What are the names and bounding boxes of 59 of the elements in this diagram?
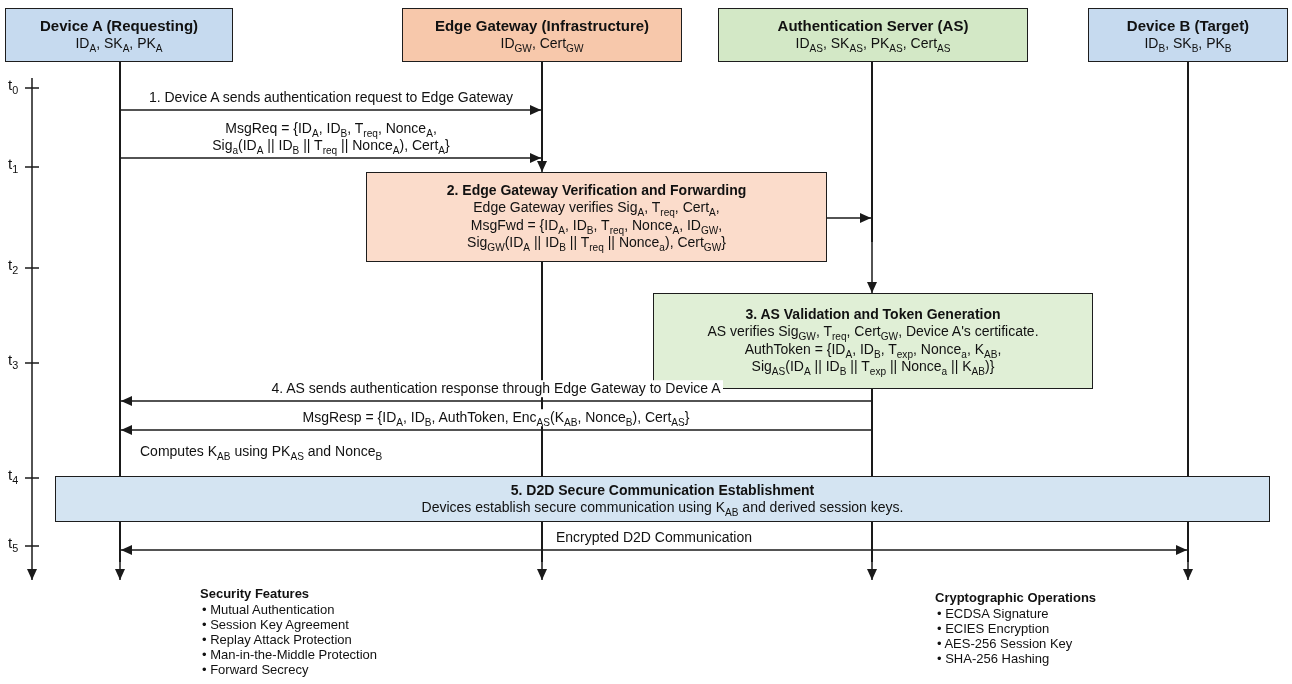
participant-header — [1088, 8, 1288, 62]
time-label: t$_{2}$ — [8, 256, 19, 274]
lifeline-arrow — [115, 561, 125, 581]
box-text: ID$_{AS}$, SK$_{AS}$, PK$_{AS}$, Cert$_{AS}$ — [795, 35, 951, 53]
box-text: ID$_{A}$, SK$_{A}$, PK$_{A}$ — [75, 35, 163, 53]
message-arrow — [120, 545, 1188, 555]
list-item: • SHA-256 Hashing — [937, 651, 1050, 667]
box-text: ID$_{B}$, SK$_{B}$, PK$_{B}$ — [1144, 35, 1232, 53]
participant-header — [5, 8, 233, 62]
lifeline-arrow — [867, 561, 877, 581]
list-heading: Cryptographic Operations — [935, 590, 1097, 606]
note-text: Computes K$_{AB}$ using PK$_{AS}$ and Nonce$_{B}$ — [140, 443, 383, 460]
list-item: • Forward Secrecy — [202, 662, 309, 678]
box-text: ID$_{GW}$, Cert$_{GW}$ — [500, 35, 584, 53]
time-label: t$_{3}$ — [8, 351, 19, 369]
message-arrow — [120, 105, 542, 115]
time-label: t$_{0}$ — [8, 76, 19, 94]
lifeline-arrow — [867, 241, 877, 294]
list-item: • Man-in-the-Middle Protection — [202, 647, 378, 663]
lifeline-arrow — [1183, 561, 1193, 581]
message-arrow — [120, 396, 872, 406]
time-label: t$_{5}$ — [8, 534, 19, 552]
list-item: • Replay Attack Protection — [202, 632, 352, 648]
lifeline-arrow — [537, 161, 547, 173]
message-arrow — [120, 425, 872, 435]
edge-label: 4. AS sends authentication response through Edge Gateway to Device A — [269, 380, 723, 397]
process-box — [366, 172, 827, 262]
message-arrow — [826, 213, 872, 223]
phase-band — [55, 476, 1270, 522]
box-title: 3. AS Validation and Token Generation — [745, 306, 1001, 324]
participant-header — [402, 8, 682, 62]
lifeline — [871, 62, 873, 242]
time-label: t$_{1}$ — [8, 155, 19, 173]
box-title: 2. Edge Gateway Verification and Forwarding — [446, 182, 747, 200]
edge-label: MsgResp = {ID$_{A}$, ID$_{B}$, AuthToken, Enc$_{AS}$(K$_{AB}$, Nonce$_{B}$), Cert$_{AS}$} — [300, 409, 692, 426]
box-title: Authentication Server (AS) — [777, 17, 969, 36]
box-title: Device B (Target) — [1126, 17, 1250, 36]
box-text: MsgFwd = {ID$_{A}$, ID$_{B}$, T$_{req}$, Nonce$_{A}$, ID$_{GW}$, Sig$_{GW}$(ID$_{A}$ || ID$_{B}$ || T$_{req}$ || Nonce$_{a}$), Cert$_{GW}$} — [466, 216, 727, 252]
time-label: t$_{4}$ — [8, 466, 19, 484]
box-title: Edge Gateway (Infrastructure) — [434, 17, 650, 36]
box-text: Edge Gateway verifies Sig$_{A}$, T$_{req}$, Cert$_{A}$, — [473, 199, 720, 217]
lifeline — [541, 62, 543, 162]
lifeline — [119, 62, 121, 562]
box-title: Device A (Requesting) — [39, 17, 199, 36]
list-item: • Mutual Authentication — [202, 602, 335, 618]
list-item: • ECDSA Signature — [937, 606, 1049, 622]
message-arrow — [120, 153, 542, 163]
box-text: Devices establish secure communication using K$_{AB}$ and derived session keys. — [421, 498, 904, 517]
lifeline — [1187, 62, 1189, 562]
list-heading: Security Features — [200, 586, 310, 602]
list-item: • Session Key Agreement — [202, 617, 349, 633]
list-item: • AES-256 Session Key — [937, 636, 1073, 652]
list-item: • ECIES Encryption — [937, 621, 1050, 637]
lifeline — [541, 262, 543, 562]
participant-header — [718, 8, 1028, 62]
lifeline — [871, 389, 873, 562]
lifeline-arrow — [537, 561, 547, 581]
box-text: AuthToken = {ID$_{A}$, ID$_{B}$, T$_{exp}$, Nonce$_{a}$, K$_{AB}$, Sig$_{AS}$(ID$_{A}$ || ID$_{B}$ || T$_{exp}$ || Nonce$_{a}$ || K$_{AB}$)} — [743, 340, 1003, 376]
box-title: 5. D2D Secure Communication Establishment — [510, 481, 815, 499]
